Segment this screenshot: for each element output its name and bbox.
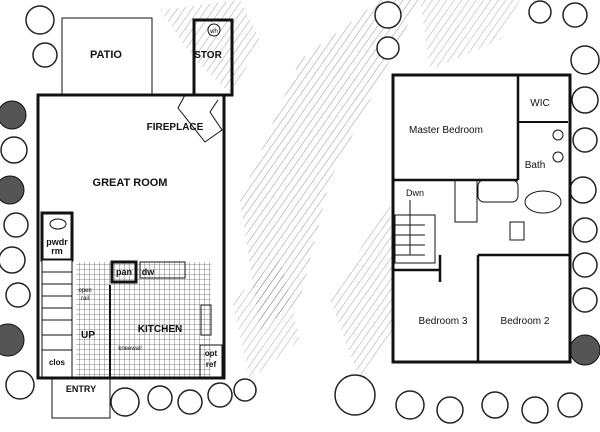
label-wic: WIC [530, 98, 549, 109]
label-stairs-up: UP [81, 330, 95, 341]
label-entry: ENTRY [66, 384, 96, 394]
label-water-heater: wh [209, 29, 218, 35]
label-pantry: pan [116, 267, 132, 277]
fireplace-outline [177, 94, 223, 143]
optional-ref [199, 344, 223, 378]
label-bedroom-2: Bedroom 2 [501, 316, 550, 327]
label-opt-ref-2: ref [206, 360, 217, 369]
label-bedroom-3: Bedroom 3 [419, 316, 468, 327]
dishwasher [139, 261, 186, 279]
second-floor-plan: Master Bedroom WIC Bath Dwn Bedroom 3 Be… [391, 73, 572, 364]
label-great-room: GREAT ROOM [93, 177, 168, 189]
label-bath: Bath [525, 160, 546, 171]
soaking-tub [524, 190, 562, 214]
label-closet: clos [49, 358, 66, 367]
label-dishwasher: dw [142, 267, 155, 277]
second-floor-walls [391, 73, 572, 364]
label-kitchen: KITCHEN [138, 324, 182, 335]
entry [51, 377, 111, 419]
pantry [110, 260, 138, 284]
label-storage: STOR [194, 50, 222, 61]
landscape-sketch [160, 0, 520, 380]
label-stairs-down: Dwn [406, 188, 424, 198]
label-open-rail-1: open [78, 288, 91, 294]
label-master-bedroom: Master Bedroom [409, 125, 483, 136]
bathtub [477, 179, 519, 203]
great-room-walls [36, 93, 226, 380]
water-heater [207, 23, 221, 37]
label-powder-room-1: pwdr [46, 237, 68, 247]
label-powder-room-2: rm [51, 246, 63, 256]
label-kneewall: kneewall [118, 346, 141, 352]
label-open-rail-2: rail [81, 296, 89, 302]
label-fireplace: FIREPLACE [147, 122, 204, 133]
label-patio: PATIO [90, 49, 122, 61]
first-floor-plan: PATIO STOR wh FIREPLACE GREAT ROOM pwdr … [36, 17, 234, 419]
label-opt-ref-1: opt [205, 349, 218, 358]
